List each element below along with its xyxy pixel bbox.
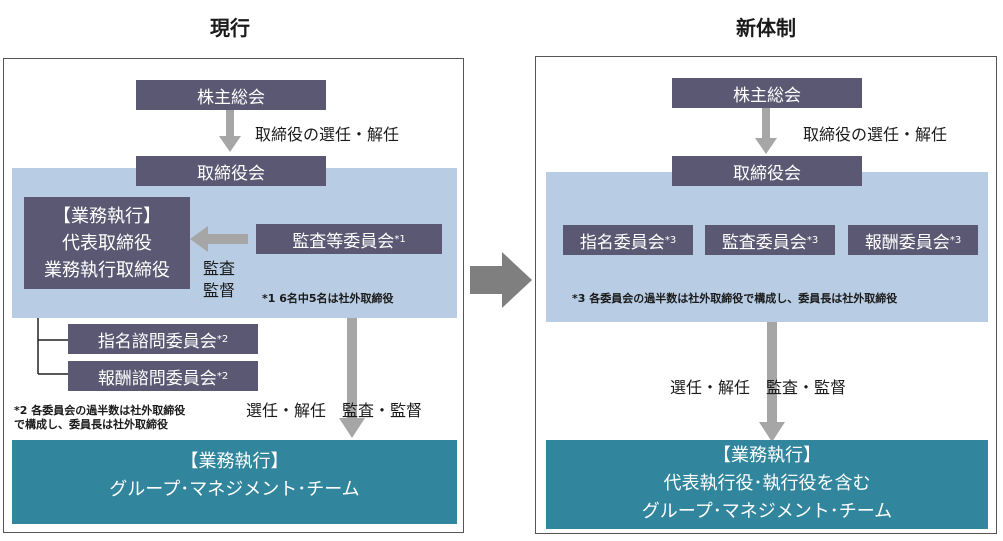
committee-name: 指名委員会 <box>579 232 665 253</box>
exec-block-line: 代表取締役 <box>62 232 152 254</box>
note2-line: で構成し、委員長は社外取締役 <box>14 418 168 431</box>
compensation-mark: *2 <box>216 370 229 382</box>
advisory-bracket <box>37 318 68 375</box>
current-audit-label: 監査 監督 <box>203 258 235 302</box>
audit-committee-mark: *1 <box>394 233 406 245</box>
current-arrow-audit <box>190 226 248 252</box>
committee-mark: *3 <box>949 234 962 246</box>
new-committee-nomination: 指名委員会*3 <box>563 225 693 255</box>
new-board-label: 取締役会 <box>733 163 801 184</box>
nomination-mark: *2 <box>216 333 229 345</box>
bottom-line: 代表執行役･執行役を含む <box>663 473 871 494</box>
bottom-line: グループ･マネジメント･チーム <box>641 501 893 522</box>
new-heading: 新体制 <box>736 16 796 40</box>
new-committee-compensation: 報酬委員会*3 <box>848 225 978 255</box>
new-committee-audit: 監査委員会*3 <box>705 225 835 255</box>
new-board-box: 取締役会 <box>672 156 862 186</box>
note2-line: *2 各委員会の過半数は社外取締役 <box>14 404 186 417</box>
new-elect-label: 取締役の選任・解任 <box>803 125 948 144</box>
current-exec-block: 【業務執行】 代表取締役 業務執行取締役 <box>24 197 190 289</box>
compensation-label: 報酬諮問委員会 <box>97 368 217 389</box>
current-board-label: 取締役会 <box>197 163 265 184</box>
committee-name: 報酬委員会 <box>864 232 950 253</box>
new-arrow-down <box>759 322 785 442</box>
current-flow-label: 選任・解任 監査・監督 <box>246 401 423 420</box>
current-compensation-box: 報酬諮問委員会*2 <box>68 361 258 391</box>
current-arrow-elect <box>219 110 241 152</box>
committee-mark: *3 <box>806 234 819 246</box>
new-note3: *3 各委員会の過半数は社外取締役で構成し、委員長は社外取締役 <box>572 292 898 305</box>
new-bottom-box: 【業務執行】 代表執行役･執行役を含む グループ･マネジメント･チーム <box>546 440 988 529</box>
committee-mark: *3 <box>664 234 677 246</box>
current-shareholders-box: 株主総会 <box>136 80 326 110</box>
new-flow-label: 選任・解任 監査・監督 <box>670 378 847 397</box>
new-arrow-elect <box>755 108 777 154</box>
audit-committee-label: 監査等委員会 <box>292 231 395 252</box>
committee-name: 監査委員会 <box>721 232 807 253</box>
exec-block-line: 業務執行取締役 <box>44 259 170 281</box>
bottom-line: グループ･マネジメント･チーム <box>109 479 360 500</box>
exec-block-line: 【業務執行】 <box>53 205 161 227</box>
current-arrow-down <box>339 318 365 438</box>
bottom-line: 【業務執行】 <box>713 445 821 466</box>
current-elect-label: 取締役の選任・解任 <box>255 125 400 144</box>
audit-label-line: 監査 <box>203 259 236 278</box>
new-shareholders-box: 株主総会 <box>672 78 862 108</box>
transition-arrow <box>470 252 532 308</box>
bottom-line: 【業務執行】 <box>180 451 289 472</box>
current-heading: 現行 <box>210 16 250 40</box>
current-shareholders-label: 株主総会 <box>197 87 265 108</box>
current-board-box: 取締役会 <box>136 156 326 186</box>
current-audit-committee-box: 監査等委員会*1 <box>256 224 442 254</box>
new-shareholders-label: 株主総会 <box>733 85 801 106</box>
current-note2: *2 各委員会の過半数は社外取締役 で構成し、委員長は社外取締役 <box>14 404 185 432</box>
nomination-label: 指名諮問委員会 <box>97 331 217 352</box>
audit-label-line: 監督 <box>203 281 236 300</box>
current-nomination-box: 指名諮問委員会*2 <box>68 324 258 354</box>
current-note1: *1 6名中5名は社外取締役 <box>262 292 394 305</box>
current-bottom-box: 【業務執行】 グループ･マネジメント･チーム <box>12 440 457 524</box>
